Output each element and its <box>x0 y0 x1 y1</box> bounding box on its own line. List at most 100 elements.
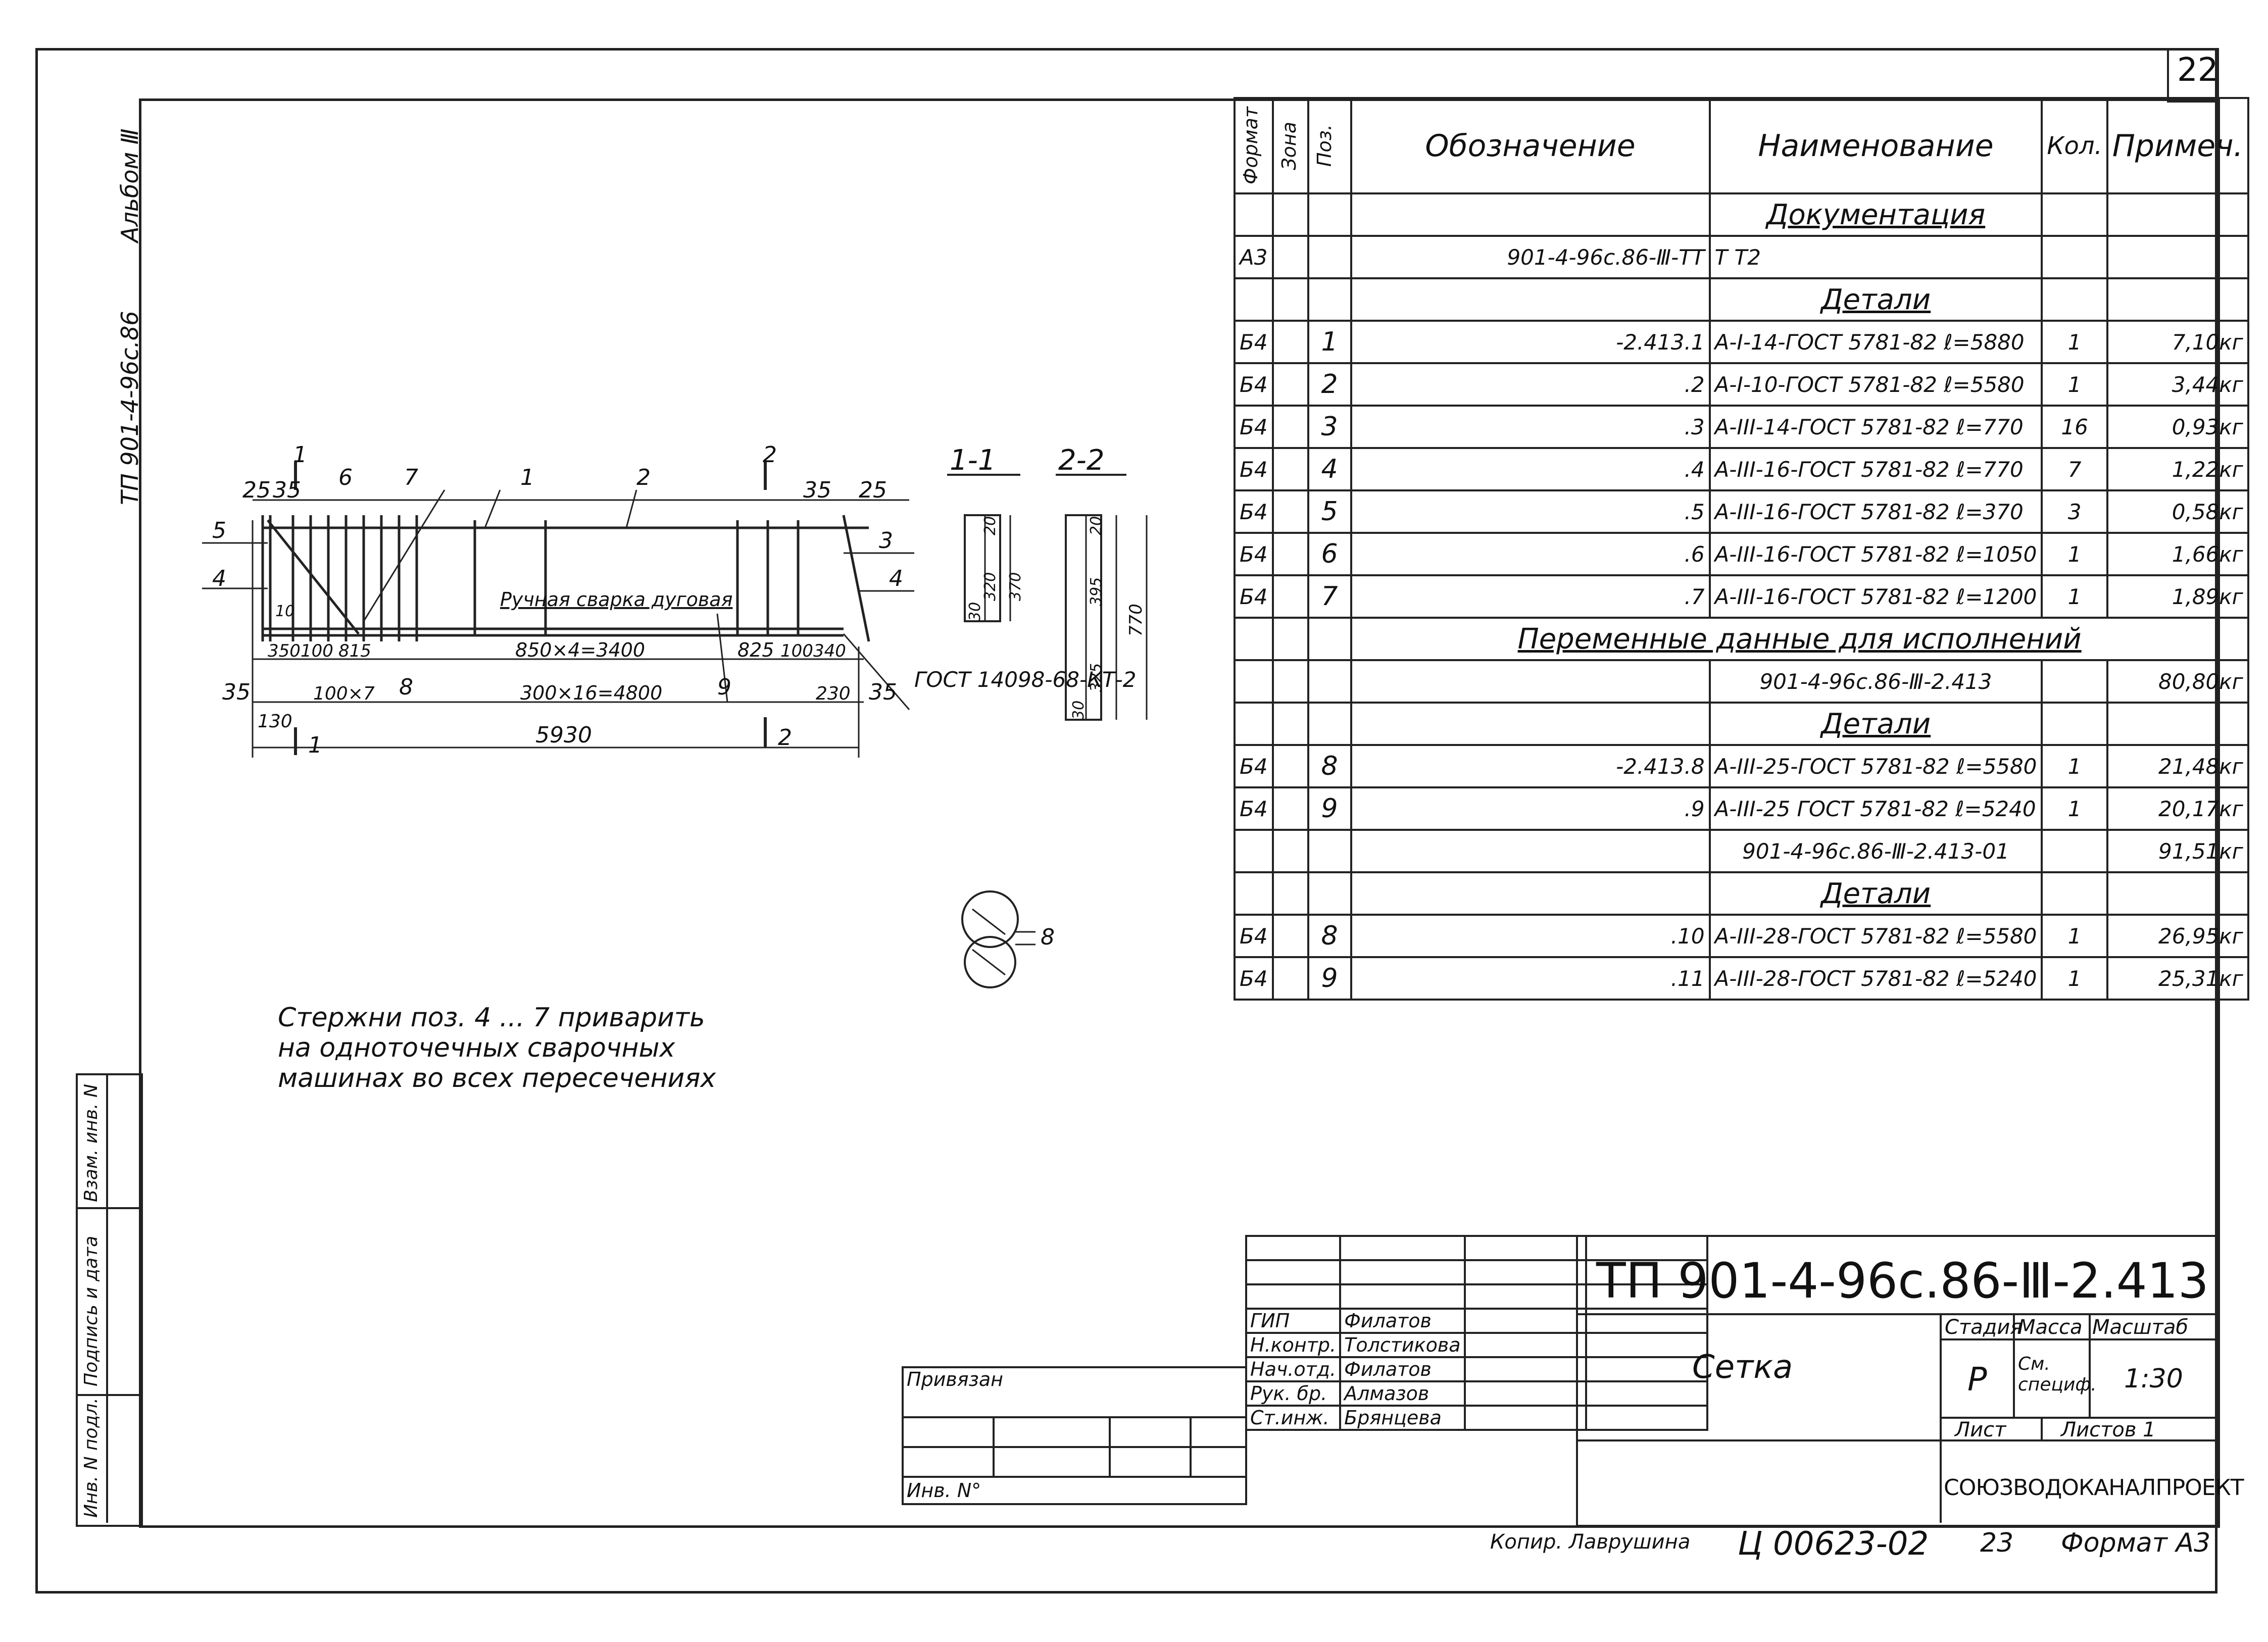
spec-cell-zone <box>1271 320 1309 364</box>
album-label: Альбом Ⅲ <box>116 128 143 242</box>
spec-cell-format <box>1234 277 1274 322</box>
spec-cell-zone <box>1271 659 1309 704</box>
spec-cell-designation <box>1350 659 1711 704</box>
section-2-title: 2-2 <box>1058 444 1104 477</box>
pos-label-9: 9 <box>717 674 731 700</box>
spec-cell-pos <box>1307 277 1352 322</box>
spec-cell-designation: .11 <box>1350 956 1711 1001</box>
spec-cell-format: Б4 <box>1234 320 1274 364</box>
tb-divider <box>2013 1313 2015 1417</box>
spec-cell-pos: 5 <box>1307 489 1352 534</box>
drawing-title: Сетка <box>1692 1349 1793 1386</box>
sheets-label: Листов 1 <box>2061 1418 2156 1441</box>
format-label: Формат А3 <box>2061 1528 2211 1558</box>
weld-dim-8: 8 <box>1041 924 1055 950</box>
weld-instruction-line3: машинах во всех пересечениях <box>278 1063 716 1093</box>
pos-label-2: 2 <box>636 465 651 490</box>
spec-cell-zone <box>1271 362 1309 407</box>
left-stamp-divider <box>106 1073 108 1523</box>
spec-cell-name: А-III-25 ГОСТ 5781-82 ℓ=5240 <box>1708 786 2043 831</box>
stamp-label-sign: Подпись и дата <box>81 1235 102 1386</box>
dim-25a: 25 <box>242 477 271 503</box>
spec-cell-format: Б4 <box>1234 447 1274 491</box>
scale-label: Масштаб <box>2092 1316 2189 1339</box>
dim-100b: 100 <box>780 641 813 661</box>
spec-cell-qty: 1 <box>2041 914 2108 958</box>
spec-cell-zone <box>1271 914 1309 958</box>
spec-cell-pos: 1 <box>1307 320 1352 364</box>
spec-cell-note: 25,31кг <box>2106 956 2249 1001</box>
spec-cell-name: А-III-16-ГОСТ 5781-82 ℓ=1050 <box>1708 532 2043 576</box>
spec-cell-format <box>1234 871 1274 916</box>
title-block-right <box>1576 1235 2219 1527</box>
spec-cell-designation: .6 <box>1350 532 1711 576</box>
spec-cell-zone <box>1271 277 1309 322</box>
dim-35d: 35 <box>869 679 897 705</box>
binding-block: Привязан Инв. N° <box>902 1366 1247 1505</box>
spec-cell-zone <box>1271 956 1309 1001</box>
section-heading: Детали <box>1820 707 1931 740</box>
pos-label-5: 5 <box>212 518 226 543</box>
s1-dim-20: 20 <box>981 516 999 535</box>
dim-825: 825 <box>737 639 774 661</box>
spec-cell-note: 21,48кг <box>2106 744 2249 788</box>
dim-25b: 25 <box>859 477 887 503</box>
spec-cell-note <box>2106 871 2249 916</box>
spec-cell-pos: 2 <box>1307 362 1352 407</box>
pos-label-8: 8 <box>399 674 413 700</box>
section-heading: Детали <box>1820 283 1931 316</box>
s2-dim-395: 395 <box>1088 577 1105 606</box>
bound-label: Привязан <box>902 1366 1247 1418</box>
header-pos: Поз. <box>1307 97 1352 194</box>
spec-cell-format: Б4 <box>1234 744 1274 788</box>
spec-cell-note: 1,22кг <box>2106 447 2249 491</box>
spec-cell-qty <box>2041 192 2108 237</box>
spec-cell-qty <box>2041 277 2108 322</box>
spec-cell-pos <box>1307 659 1352 704</box>
spec-cell-designation <box>1350 192 1711 237</box>
dim-300x16: 300×16=4800 <box>520 682 662 704</box>
spec-cell-qty: 1 <box>2041 574 2108 619</box>
spec-cell-name: А-I-10-ГОСТ 5781-82 ℓ=5580 <box>1708 362 2043 407</box>
pos-label-6: 6 <box>338 465 353 490</box>
spec-row: Детали <box>1234 277 2249 322</box>
left-stamp-divider <box>76 1394 139 1396</box>
spec-cell-designation: .5 <box>1350 489 1711 534</box>
s2-dim-325: 325 <box>1088 663 1105 692</box>
section-heading: Документация <box>1766 198 1986 231</box>
spec-cell-name: Документация <box>1708 192 2043 237</box>
spec-cell-format: Б4 <box>1234 362 1274 407</box>
person-row: Н.контр.Толстикова <box>1245 1332 1708 1358</box>
spec-cell-designation: .2 <box>1350 362 1711 407</box>
organization-name: СОЮЗВОДОКАНАЛПРОЕКТ <box>1944 1475 2244 1501</box>
spec-cell-note <box>2106 192 2249 237</box>
spec-cell-note <box>2106 277 2249 322</box>
dim-340: 340 <box>813 641 846 661</box>
tb-divider <box>2041 1417 2043 1439</box>
spec-cell-pos: 8 <box>1307 744 1352 788</box>
spec-cell-note: 26,95кг <box>2106 914 2249 958</box>
section-1-title: 1-1 <box>950 444 996 477</box>
spec-cell-designation: .4 <box>1350 447 1711 491</box>
spec-cell-name: А-III-28-ГОСТ 5781-82 ℓ=5240 <box>1708 956 2043 1001</box>
cut-label-2-top: 2 <box>763 442 777 468</box>
spec-cell-note: 91,51кг <box>2106 829 2249 873</box>
header-zone: Зона <box>1271 97 1309 194</box>
s1-dim-370: 370 <box>1007 572 1024 601</box>
spec-row: Детали <box>1234 702 2249 746</box>
dim-350: 350 <box>268 641 301 661</box>
spec-cell-pos: 6 <box>1307 532 1352 576</box>
spec-cell-qty: 1 <box>2041 786 2108 831</box>
spec-cell-format: Б4 <box>1234 574 1274 619</box>
tb-divider <box>1576 1313 2215 1315</box>
spec-cell-qty: 1 <box>2041 362 2108 407</box>
spec-cell-format <box>1234 617 1274 661</box>
s2-dim-30: 30 <box>1070 701 1088 720</box>
